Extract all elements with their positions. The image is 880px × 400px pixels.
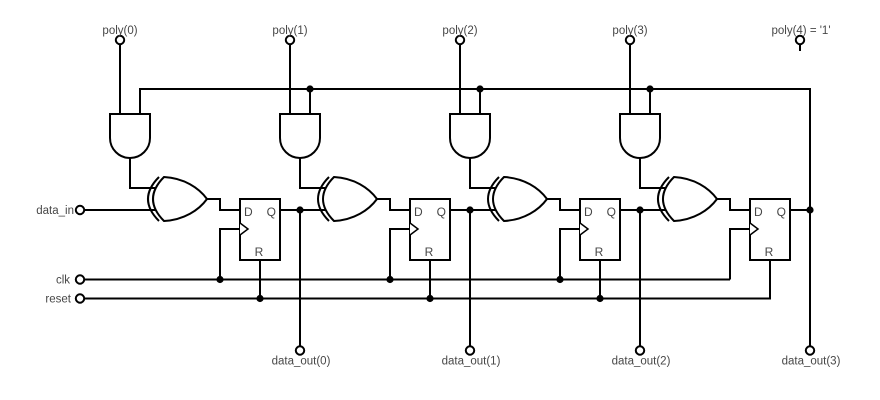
wire-reset-rail (84, 258, 771, 300)
dff-label-q-2: Q (607, 205, 616, 219)
label-poly-2: poly(2) (442, 25, 477, 37)
label-clk: clk (56, 275, 70, 287)
dff-label-d-3: D (754, 205, 763, 219)
wire-clock-riser-3 (729, 228, 752, 280)
dff-clock-triangle-3 (749, 222, 760, 236)
terminal-poly-1 (284, 34, 296, 46)
xor-gate-2 (492, 175, 549, 223)
dff-label-d-0: D (244, 205, 253, 219)
dff-label-q-0: Q (267, 205, 276, 219)
dff-label-d-2: D (584, 205, 593, 219)
and-gate-3 (619, 113, 661, 159)
terminal-poly-3 (624, 34, 636, 46)
label-data-out-3: data_out(3) (782, 356, 841, 368)
xor-gate-1 (322, 175, 379, 223)
dff-clock-triangle-1 (409, 222, 420, 236)
wire-and-out-3 (639, 156, 667, 189)
layer-gate-bodies (109, 113, 791, 261)
label-poly-0: poly(0) (102, 25, 137, 37)
junction-dot (426, 294, 434, 303)
wire-xor-out-2 (545, 198, 582, 211)
junction-dot (306, 85, 314, 93)
label-data-in: data_in (36, 205, 74, 217)
and-gate-1 (279, 113, 321, 159)
label-data-out-2: data_out(2) (612, 356, 671, 368)
wire-and-out-0 (129, 156, 157, 189)
xor-input-arc-0 (147, 176, 160, 222)
terminal-data-out-1 (464, 345, 476, 356)
label-data-out-1: data_out(1) (442, 356, 501, 368)
wire-and-out-2 (469, 156, 497, 189)
layer-gate-details (147, 176, 760, 236)
junction-dot (256, 294, 264, 303)
and-gate-2 (449, 113, 491, 159)
junction-dot (596, 294, 604, 303)
label-poly-4: poly(4) = '1' (771, 25, 830, 37)
dff-label-r-1: R (425, 245, 434, 259)
junction-dot (806, 206, 814, 214)
dff-label-r-0: R (255, 245, 264, 259)
xor-input-arc-1 (317, 176, 330, 222)
junction-dot (556, 275, 564, 284)
terminal-poly-2 (454, 34, 466, 46)
label-data-out-0: data_out(0) (272, 356, 331, 368)
terminal-data-in (74, 204, 86, 216)
layer-junctions (216, 85, 814, 303)
wire-xor-out-0 (205, 198, 242, 211)
dff-clock-triangle-0 (239, 222, 250, 236)
wire-clock-riser-2 (559, 228, 582, 280)
terminal-data-out-2 (634, 345, 646, 356)
xor-gate-0 (152, 175, 209, 223)
wire-and-out-1 (299, 156, 327, 189)
dff-label-q-3: Q (777, 205, 786, 219)
dff-label-q-1: Q (437, 205, 446, 219)
wire-xor-out-3 (715, 198, 752, 211)
terminal-poly-0 (114, 34, 126, 46)
dff-label-r-3: R (765, 245, 774, 259)
layer-terminals (74, 34, 816, 356)
xor-input-arc-3 (657, 176, 670, 222)
wire-clock-riser-0 (219, 228, 242, 280)
terminal-reset (74, 293, 86, 304)
and-gate-0 (109, 113, 151, 159)
junction-dot (296, 206, 304, 214)
junction-dot (216, 275, 224, 284)
junction-dot (386, 275, 394, 284)
label-poly-3: poly(3) (612, 25, 647, 37)
junction-dot (476, 85, 484, 93)
junction-dot (466, 206, 474, 214)
xor-input-arc-2 (487, 176, 500, 222)
terminal-data-out-0 (294, 345, 306, 356)
junction-dot (636, 206, 644, 214)
label-poly-1: poly(1) (272, 25, 307, 37)
dff-label-r-2: R (595, 245, 604, 259)
junction-dot (646, 85, 654, 93)
terminal-data-out-3 (804, 345, 816, 356)
label-reset: reset (45, 294, 71, 306)
dff-clock-triangle-2 (579, 222, 590, 236)
dff-label-d-1: D (414, 205, 423, 219)
wire-xor-out-1 (375, 198, 412, 211)
wire-feedback-bus (139, 88, 811, 347)
wire-clock-riser-1 (389, 228, 412, 280)
terminal-poly-4 (794, 34, 806, 46)
xor-gate-3 (662, 175, 719, 223)
terminal-clk (74, 274, 86, 285)
